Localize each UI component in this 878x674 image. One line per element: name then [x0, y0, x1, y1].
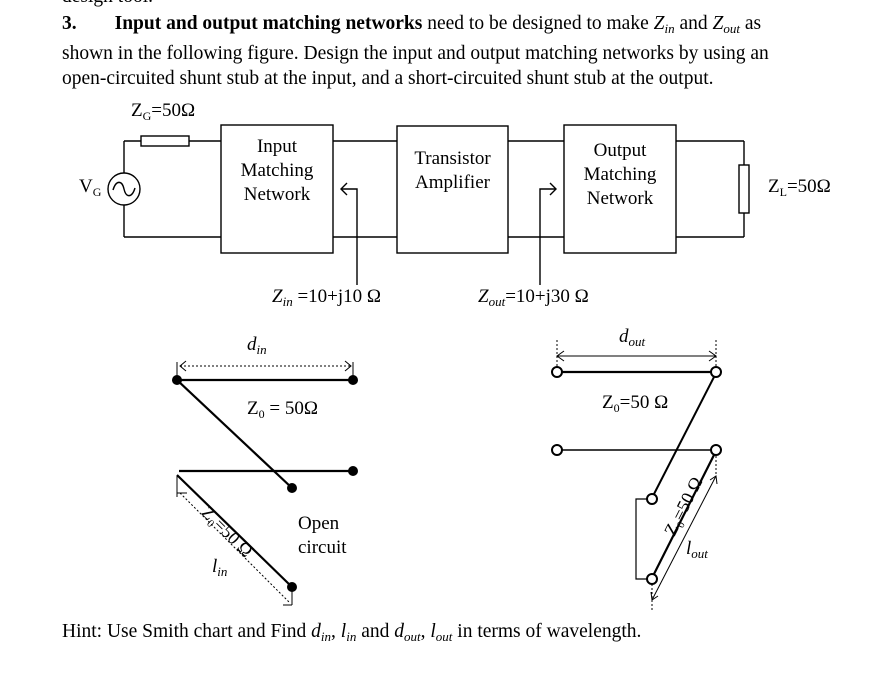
zin-arrowhead-icon [340, 182, 348, 196]
l-out-label: lout [686, 538, 708, 561]
d-in-label: din [247, 334, 267, 357]
zout-symbol: Zout [712, 13, 740, 36]
zout-arrowhead-icon [549, 182, 557, 196]
open-circuit-node-dot [287, 582, 297, 592]
clipped-previous-text: design tool. [62, 0, 153, 8]
open-terminal-circle [551, 366, 563, 378]
output-matching-network-block [563, 124, 677, 254]
generator-impedance-label: ZG=50Ω [131, 100, 196, 123]
question-text: need to be designed to make [422, 13, 654, 34]
source-label: VG [79, 176, 102, 199]
output-stub-diagram [556, 340, 718, 610]
d-out-arrow-left-icon [556, 350, 565, 362]
d-in-arrow-left-icon [179, 360, 187, 372]
input-matching-network-block [220, 124, 334, 254]
question-line-2: shown in the following figure. Design th… [62, 43, 769, 64]
d-out-label: dout [619, 326, 646, 349]
input-stub-line-1 [176, 379, 293, 489]
l-out-dimension-line [651, 475, 717, 601]
zin-symbol: Zin [653, 13, 675, 36]
short-circuit-wire [635, 498, 648, 580]
hint-text: Hint: Use Smith chart and Find din, lin … [62, 621, 642, 644]
input-stub-diagram [176, 360, 354, 606]
input-z0-label: Z0 = 50Ω [247, 398, 318, 421]
l-out-arrow-bottom-icon [650, 591, 659, 601]
sine-wave-glyph [112, 181, 136, 197]
l-in-label: lin [212, 556, 228, 579]
node-dot [348, 375, 358, 385]
and-text: and [674, 13, 713, 34]
transistor-amplifier-block [396, 125, 509, 254]
input-stub-line-2 [176, 474, 293, 588]
output-stub-line-1 [653, 376, 715, 495]
open-terminal-circle [710, 366, 722, 378]
open-terminal-circle [646, 573, 658, 585]
as-text: as [739, 13, 762, 34]
d-out-arrow-right-icon [708, 350, 717, 362]
open-terminal-circle [646, 493, 658, 505]
l-out-arrow-top-icon [709, 475, 718, 485]
l-in-dimension-line [179, 492, 291, 604]
output-stub-nodes [551, 366, 722, 585]
zout-value-label: Zout=10+j30 Ω [478, 286, 589, 309]
open-terminal-circle [551, 444, 563, 456]
node-dot [172, 375, 182, 385]
load-resistor [738, 164, 750, 214]
zout-reference-arrow [539, 188, 556, 285]
open-terminal-circle [710, 444, 722, 456]
generator-resistor [140, 135, 190, 147]
node-dot [287, 483, 297, 493]
question-line-1: 3. Input and output matching networks nee… [62, 12, 761, 36]
d-in-arrow-right-icon [344, 360, 352, 372]
zin-reference-arrow [341, 188, 358, 285]
question-line-3: open-circuited shunt stub at the input, … [62, 68, 714, 89]
output-stub-line-2 [653, 454, 715, 575]
input-stub-nodes [172, 375, 358, 592]
zin-value-label: Zin =10+j10 Ω [272, 286, 382, 309]
question-bold-lead: Input and output matching networks [114, 13, 423, 34]
node-dot [348, 466, 358, 476]
output-z0-label: Z0=50 Ω [602, 392, 669, 415]
question-number: 3. [62, 13, 77, 34]
load-impedance-label: ZL=50Ω [768, 176, 831, 199]
